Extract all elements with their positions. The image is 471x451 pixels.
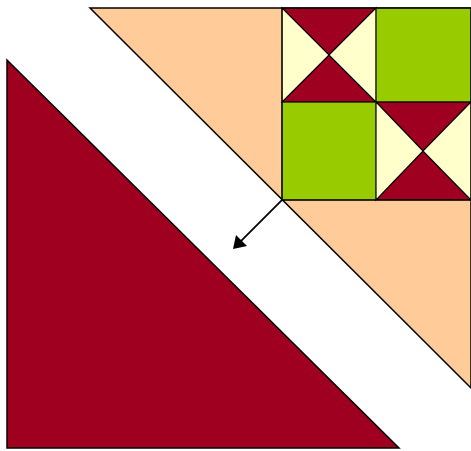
quilt-block <box>282 8 471 200</box>
green-square-top-right <box>376 8 471 102</box>
arrow-shaft <box>241 200 282 241</box>
hourglass-unit-top-left <box>282 8 376 102</box>
hourglass-unit-bottom-right <box>376 102 471 200</box>
direction-arrow <box>233 200 282 249</box>
green-square-bottom-left <box>282 102 376 200</box>
